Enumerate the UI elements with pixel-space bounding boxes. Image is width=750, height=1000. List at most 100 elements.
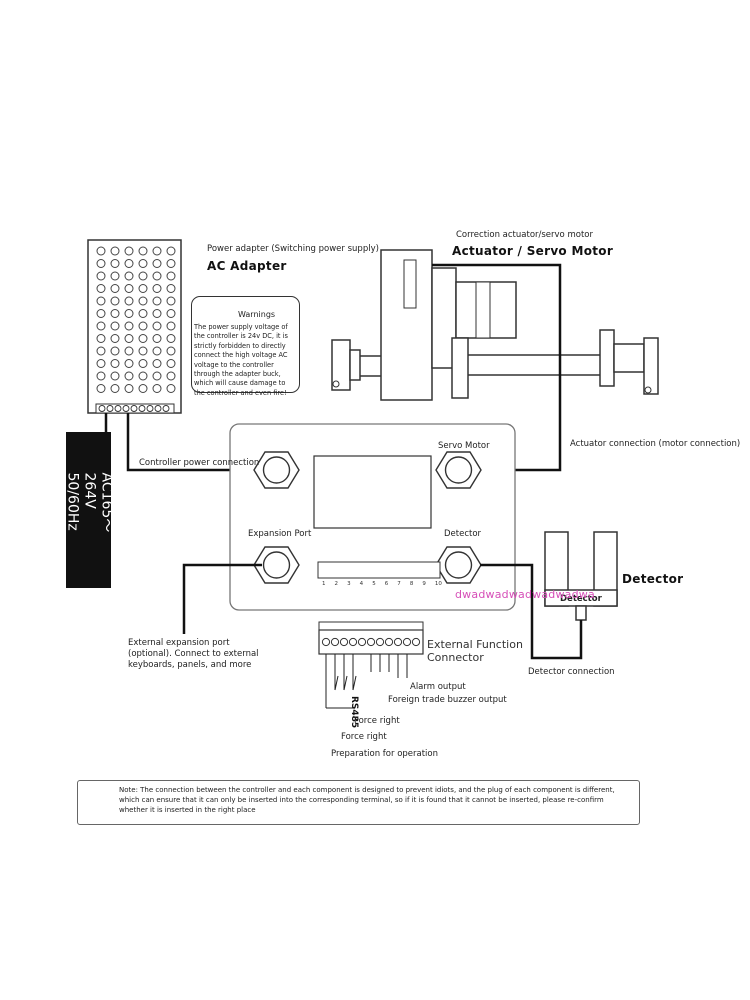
vent-hole xyxy=(138,259,148,268)
vent-hole xyxy=(166,346,176,356)
terminal-number: 8 xyxy=(409,581,414,587)
note-text: Note: The connection between the control… xyxy=(119,786,615,814)
screw-terminal xyxy=(411,637,421,647)
vent-hole xyxy=(124,384,134,393)
ac-adapter-unit xyxy=(87,239,182,414)
vent-hole xyxy=(152,321,162,331)
vent-hole xyxy=(124,296,134,306)
screw-terminal xyxy=(348,637,358,647)
vent-hole xyxy=(138,371,148,381)
vent-hole xyxy=(110,359,120,368)
external-connector-title-1: External Function xyxy=(427,638,523,651)
vent-hole xyxy=(124,284,134,293)
terminal-number: 6 xyxy=(384,581,389,587)
vent-hole xyxy=(110,284,120,293)
vent-hole xyxy=(110,309,120,318)
vent-hole xyxy=(138,359,148,368)
actuator-drawing xyxy=(331,249,659,401)
controller-body xyxy=(229,423,516,611)
preparation-label: Preparation for operation xyxy=(331,749,439,759)
terminal-number: 3 xyxy=(347,581,351,587)
voltage-line-2: 50/60Hz xyxy=(64,472,81,531)
expansion-port-label: Expansion Port xyxy=(248,529,312,539)
vent-holes xyxy=(96,246,176,393)
vent-hole xyxy=(166,259,176,268)
vent-hole xyxy=(152,271,162,281)
vent-hole xyxy=(110,371,120,381)
vent-hole xyxy=(124,246,134,256)
detector-title: Detector xyxy=(622,572,684,586)
vent-hole xyxy=(110,384,120,393)
detector-cable xyxy=(480,563,583,660)
controller-power-label: Controller power connection xyxy=(139,458,260,468)
vent-hole xyxy=(152,346,162,356)
screw-terminal xyxy=(330,637,340,647)
vent-hole xyxy=(138,384,148,393)
note-box xyxy=(77,780,640,825)
force-right-label-1: Force right xyxy=(354,716,400,726)
screw-terminal xyxy=(366,637,376,647)
vent-hole xyxy=(110,246,120,256)
warning-text: The power supply voltage of the controll… xyxy=(194,323,288,397)
terminal-number: 7 xyxy=(397,581,401,587)
watermark: dwadwadwadwadwadwa xyxy=(455,588,595,601)
vent-hole xyxy=(152,259,162,268)
vent-hole xyxy=(96,346,106,356)
detector-connection-label: Detector connection xyxy=(528,667,615,677)
vent-hole xyxy=(138,334,148,343)
ac-adapter-title: AC Adapter xyxy=(207,259,287,273)
screw-terminal xyxy=(393,637,403,647)
vent-hole xyxy=(152,246,162,256)
external-connector-title: External Function Connector xyxy=(427,638,523,664)
terminal-number: 1 xyxy=(322,581,326,587)
detector-overlay-label: Detector xyxy=(560,594,602,604)
vent-hole xyxy=(96,296,106,306)
vent-hole xyxy=(124,346,134,356)
vent-hole xyxy=(96,259,106,268)
actuator-connection-label: Actuator connection (motor connection) xyxy=(570,439,741,449)
vent-hole xyxy=(152,334,162,343)
ac-adapter-caption: Power adapter (Switching power supply) xyxy=(207,244,379,254)
vent-hole xyxy=(152,309,162,318)
vent-hole xyxy=(96,309,106,318)
voltage-line-1: AC165～264V xyxy=(81,472,115,533)
vent-hole xyxy=(152,359,162,368)
vent-hole xyxy=(124,321,134,331)
screw-terminal xyxy=(402,637,412,647)
terminal-number: 2 xyxy=(334,581,339,587)
screw-terminal xyxy=(339,637,349,647)
vent-hole xyxy=(110,346,120,356)
vent-hole xyxy=(138,246,148,256)
vent-hole xyxy=(138,346,148,356)
vent-hole xyxy=(166,309,176,318)
vent-hole xyxy=(138,309,148,318)
actuator-title: Actuator / Servo Motor xyxy=(452,244,614,258)
vent-hole xyxy=(166,321,176,331)
vent-hole xyxy=(152,371,162,381)
vent-hole xyxy=(96,359,106,368)
vent-hole xyxy=(124,271,134,281)
vent-hole xyxy=(124,359,134,368)
terminal-number: 10 xyxy=(434,581,442,587)
vent-hole xyxy=(96,246,106,256)
vent-hole xyxy=(96,271,106,281)
alarm-output-label: Alarm output xyxy=(410,682,466,692)
vent-hole xyxy=(96,321,106,331)
actuator-cable xyxy=(432,263,562,472)
screw-terminal xyxy=(375,637,385,647)
vent-hole xyxy=(152,284,162,293)
vent-hole xyxy=(166,334,176,343)
screw-terminal xyxy=(321,637,331,647)
detector-port-label: Detector xyxy=(444,529,482,539)
warning-title: Warnings xyxy=(238,310,276,319)
terminal-number: 4 xyxy=(359,581,364,587)
terminal-number: 5 xyxy=(372,581,376,587)
vent-hole xyxy=(166,371,176,381)
vent-hole xyxy=(124,309,134,318)
voltage-label-block xyxy=(66,432,111,588)
vent-hole xyxy=(166,384,176,393)
vent-hole xyxy=(138,271,148,281)
vent-hole xyxy=(124,334,134,343)
